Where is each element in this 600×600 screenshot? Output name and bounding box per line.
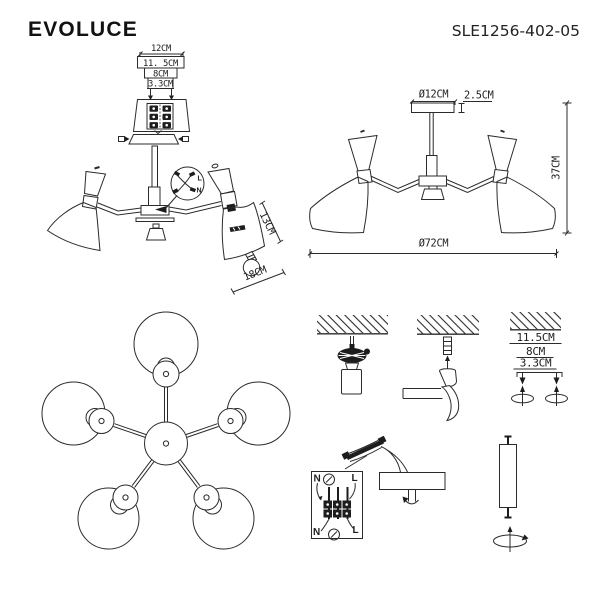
wire-live-label: L <box>198 176 203 183</box>
ceiling-hatch-drill <box>317 315 388 335</box>
mounting-bar-icon <box>379 472 446 505</box>
anchor-plug-icon <box>443 336 452 369</box>
hammer-icon <box>402 368 460 422</box>
wiring-neutral-top-label: N <box>314 474 321 485</box>
canopy-side-screw-left <box>118 136 130 142</box>
front-right-shade <box>496 176 556 234</box>
wire-neutral-label: N <box>197 188 202 195</box>
dim-plate-holes-outer-label: 11. 5CM <box>143 59 178 69</box>
left-shade <box>46 201 101 252</box>
wiring-detail-circle: L N <box>170 166 205 201</box>
dim-install-inner-label: 3.3CM <box>520 357 552 370</box>
front-left-shade <box>309 176 369 234</box>
rotate-icon <box>493 526 529 552</box>
expansion-screw-icon-right <box>545 385 568 406</box>
dim-total-height-label: 37CM <box>551 156 563 180</box>
dim-canopy-diameter-label: Ø12CM <box>419 89 449 101</box>
wiring-diagram: N L N L <box>311 455 368 541</box>
bracket-dimensions: 11.5CM 8CM 3.3CM <box>509 331 563 385</box>
canopy-side-screw-right <box>178 136 189 142</box>
threaded-rod-icon <box>499 435 517 519</box>
drill-icon <box>337 336 370 395</box>
expansion-screw-icon-left <box>511 385 534 406</box>
dim-plate-width-label: 12CM <box>151 44 171 54</box>
wiring-live-bottom-label: L <box>353 525 359 536</box>
installation-instructions: 11.5CM 8CM 3.3CM <box>311 312 568 552</box>
dim-plate-holes-label: 8CM <box>153 70 168 80</box>
dim-install-outer-label: 11.5CM <box>517 331 556 344</box>
side-view-drawing: L N 13CM 18CM <box>46 163 286 295</box>
ceiling-hatch-screws <box>510 312 561 331</box>
ceiling-hatch-hammer <box>417 315 479 335</box>
wiring-live-top-label: L <box>352 473 358 484</box>
right-shade <box>221 201 266 261</box>
brand-logo: EVOLUCE <box>28 18 138 41</box>
wiring-neutral-bottom-label: N <box>313 527 320 538</box>
dim-install-mid-label: 8CM <box>526 345 546 358</box>
dim-canopy-height-label: 2.5CM <box>464 90 494 102</box>
dim-total-diameter-label: Ø72CM <box>419 238 449 250</box>
top-view-drawing <box>41 311 291 550</box>
terminal-block-icon <box>146 103 174 130</box>
wire-bundle-icon <box>341 435 408 473</box>
mount-detail-drawing: 12CM 11. 5CM 8CM 3.3CM <box>118 44 191 207</box>
model-number: SLE1256-402-05 <box>451 22 580 40</box>
bulb-icon <box>242 250 261 277</box>
front-view-drawing: Ø12CM 2.5CM 37CM Ø72CM <box>307 89 572 258</box>
dim-plate-slot-label: 3.3CM <box>148 80 173 90</box>
